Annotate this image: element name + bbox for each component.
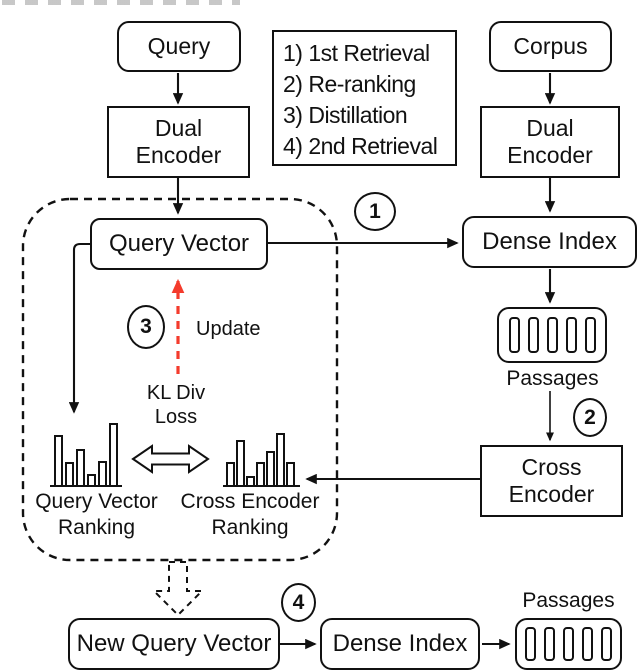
node-dual-encoder-left-label: Dual Encoder: [135, 114, 222, 168]
node-corpus: Corpus: [489, 21, 612, 72]
legend-item-4: 4) 2nd Retrieval: [283, 133, 438, 159]
chart-bar: [236, 440, 245, 487]
passages-bottom-label: Passages: [522, 589, 615, 612]
passage-slot: [508, 317, 520, 353]
node-dense-index-bottom: Dense Index: [320, 618, 480, 670]
step-badge-first-retrieval-number: 1: [369, 199, 381, 223]
cross-encoder-ranking-line1: Cross Encoder: [180, 490, 320, 513]
step-badge-distillation-number: 3: [140, 315, 152, 338]
step-badge-re-ranking: 2: [573, 398, 607, 437]
query-vector-ranking-line2: Ranking: [57, 516, 136, 539]
node-cross-encoder: Cross Encoder: [480, 445, 623, 517]
passages-icon-bottom: [515, 618, 622, 670]
passage-slot: [582, 627, 593, 661]
cross-encoder-ranking-line2: Ranking: [211, 516, 289, 539]
step-badge-second-retrieval-number: 4: [292, 590, 305, 614]
node-dense-index-bottom-label: Dense Index: [332, 629, 468, 657]
node-dense-index-top-label: Dense Index: [482, 227, 617, 255]
passages-icon-top: [497, 307, 607, 363]
chart-bar: [65, 462, 74, 487]
legend-item-3: 3) Distillation: [283, 102, 408, 128]
passage-slot: [544, 627, 555, 661]
update-label: Update: [196, 318, 261, 340]
loop-output-dashed-arrow-icon: [151, 561, 205, 617]
node-dual-encoder-right: Dual Encoder: [480, 106, 620, 178]
passages-top-label: Passages: [506, 367, 599, 390]
kl-div-loss-line2: Loss: [154, 406, 198, 428]
node-query-label: Query: [147, 32, 211, 59]
passage-slot: [563, 627, 574, 661]
node-query-vector: Query Vector: [90, 218, 268, 270]
passage-slot: [546, 317, 558, 353]
passage-slot: [527, 317, 539, 353]
cross-encoder-ranking-baseline: [223, 485, 300, 488]
step-badge-first-retrieval: 1: [354, 192, 396, 231]
chart-bar: [286, 462, 295, 487]
kl-div-loss-line1: KL Div: [146, 382, 206, 404]
step-badge-distillation: 3: [127, 305, 165, 349]
query-vector-ranking-label: Query Vector Ranking: [26, 489, 167, 541]
node-query-vector-label: Query Vector: [108, 229, 250, 257]
step-badge-second-retrieval: 4: [281, 583, 316, 622]
node-new-query-vector-label: New Query Vector: [76, 629, 272, 657]
chart-bar: [98, 461, 107, 487]
chart-bar: [226, 462, 235, 487]
chart-bar: [76, 449, 85, 487]
passage-slot: [525, 627, 536, 661]
chart-bar: [109, 423, 118, 487]
legend-box: 1) 1st Retrieval 2) Re-ranking 3) Distil…: [272, 30, 457, 166]
node-dense-index-top: Dense Index: [462, 216, 637, 268]
cross-encoder-ranking-chart: [226, 433, 295, 487]
node-corpus-label: Corpus: [513, 32, 588, 59]
node-cross-encoder-label: Cross Encoder: [508, 453, 595, 507]
node-query: Query: [117, 21, 241, 72]
query-vector-ranking-line1: Query Vector: [35, 490, 158, 513]
step-badge-re-ranking-number: 2: [584, 405, 596, 429]
cropped-text-remnant: [2, 0, 240, 5]
node-new-query-vector: New Query Vector: [68, 618, 280, 670]
node-dual-encoder-left: Dual Encoder: [107, 106, 250, 178]
chart-bar: [256, 462, 265, 487]
passage-slot: [584, 317, 596, 353]
chart-bar: [276, 433, 285, 487]
query-vector-ranking-chart: [54, 423, 118, 487]
query-vector-ranking-baseline: [50, 485, 122, 488]
cross-encoder-ranking-label: Cross Encoder Ranking: [176, 489, 324, 541]
kl-compare-double-arrow-icon: [131, 444, 210, 474]
node-dual-encoder-right-label: Dual Encoder: [507, 114, 593, 168]
legend-item-1: 1) 1st Retrieval: [283, 40, 430, 66]
chart-bar: [266, 451, 275, 487]
legend-item-2: 2) Re-ranking: [283, 71, 416, 97]
kl-div-loss-label: KL Div Loss: [126, 381, 226, 429]
arrow-query-vector-to-ranking: [68, 242, 90, 414]
chart-bar: [54, 435, 63, 487]
passage-slot: [601, 627, 612, 661]
passage-slot: [565, 317, 577, 353]
